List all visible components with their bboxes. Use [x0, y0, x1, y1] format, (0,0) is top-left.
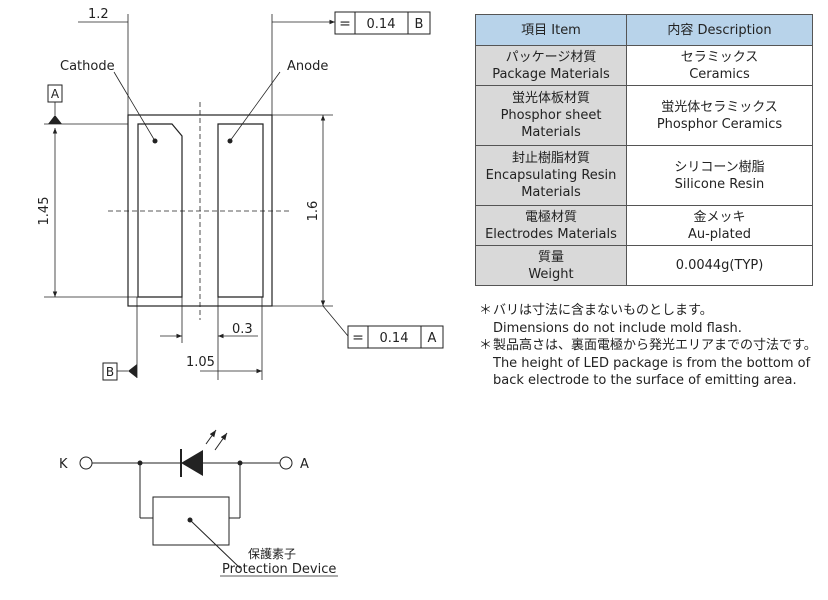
row-item: 封止樹脂材質 Encapsulating Resin Materials: [475, 145, 627, 206]
header-item: 項目 Item: [475, 14, 627, 46]
row-item: 蛍光体板材質 Phosphor sheet Materials: [475, 85, 627, 146]
note-1: ＊ バリは寸法に含まないものとします。: [479, 302, 817, 320]
tolerance-frame-a: [347, 325, 444, 349]
note-1-jp: バリは寸法に含まないものとします。: [493, 303, 713, 318]
row-desc: セラミックス Ceramics: [626, 45, 813, 86]
table-row: 質量 Weight 0.0044g(TYP): [475, 245, 813, 286]
row-item: 質量 Weight: [475, 245, 627, 286]
protection-en-label: Protection Device: [222, 562, 336, 577]
dim-1-45: [44, 123, 138, 298]
anode-label: Anode: [287, 59, 328, 74]
row-item: 電極材質 Electrodes Materials: [475, 205, 627, 246]
dim-1-2: [78, 14, 335, 115]
row-desc: 0.0044g(TYP): [626, 245, 813, 286]
footnotes: ＊ バリは寸法に含まないものとします。 Dimensions do not in…: [479, 302, 817, 390]
table-row: 封止樹脂材質 Encapsulating Resin Materials シリコ…: [475, 145, 813, 206]
tol-b-value: 0.14: [367, 17, 396, 32]
dim-0-3: [160, 297, 258, 380]
note-2-en-line2: back electrode to the surface of emittin…: [493, 373, 797, 388]
table-row: パッケージ材質 Package Materials セラミックス Ceramic…: [475, 45, 813, 86]
center-lines: [108, 102, 292, 320]
tol-a-value: 0.14: [380, 331, 409, 346]
leader-dots: [152, 138, 233, 144]
note-star: ＊: [479, 338, 493, 353]
datum-b-marker: [102, 362, 137, 381]
leader-lines: [113, 71, 281, 142]
row-item: パッケージ材質 Package Materials: [475, 45, 627, 86]
tol-b-datum: B: [415, 17, 424, 32]
note-2-jp: 製品高さは、裏面電極から発光エリアまでの寸法です。: [493, 338, 817, 353]
table-row: 蛍光体板材質 Phosphor sheet Materials 蛍光体セラミック…: [475, 85, 813, 146]
tol-a-datum: A: [428, 331, 437, 346]
circuit-a-label: A: [300, 457, 309, 472]
datum-b-label: B: [106, 365, 114, 379]
row-desc: シリコーン樹脂 Silicone Resin: [626, 145, 813, 206]
note-star: ＊: [479, 303, 493, 318]
diode-symbol: [180, 429, 228, 477]
dim-1-05: [136, 297, 263, 380]
dim-1-6: [272, 114, 349, 337]
row-desc: 蛍光体セラミックス Phosphor Ceramics: [626, 85, 813, 146]
header-description: 内容 Description: [626, 14, 813, 46]
dim-1-45-label: 1.45: [37, 197, 52, 226]
dim-0-3-label: 0.3: [232, 322, 253, 337]
cathode-label: Cathode: [60, 59, 115, 74]
datum-a-label: A: [51, 87, 60, 101]
table-header-row: 項目 Item 内容 Description: [475, 14, 813, 46]
tol-a-symbol: =: [352, 330, 364, 346]
dim-1-2-label: 1.2: [88, 7, 109, 22]
note-2: ＊ 製品高さは、裏面電極から発光エリアまでの寸法です。: [479, 337, 817, 355]
protection-jp-label: 保護素子: [248, 546, 296, 561]
dim-1-05-label: 1.05: [186, 355, 215, 370]
table-row: 電極材質 Electrodes Materials 金メッキ Au-plated: [475, 205, 813, 246]
tolerance-frame-b: [334, 11, 431, 35]
material-spec-table: 項目 Item 内容 Description パッケージ材質 Package M…: [475, 14, 813, 286]
row-desc: 金メッキ Au-plated: [626, 205, 813, 246]
datum-a-marker: [47, 84, 63, 124]
dim-1-6-label: 1.6: [306, 201, 321, 222]
tol-b-symbol: =: [339, 16, 351, 32]
note-2-en-line1: The height of LED package is from the bo…: [493, 355, 811, 371]
circuit-k-label: K: [59, 457, 68, 472]
junction-dots: [137, 460, 243, 523]
note-1-en: Dimensions do not include mold flash.: [493, 320, 742, 336]
